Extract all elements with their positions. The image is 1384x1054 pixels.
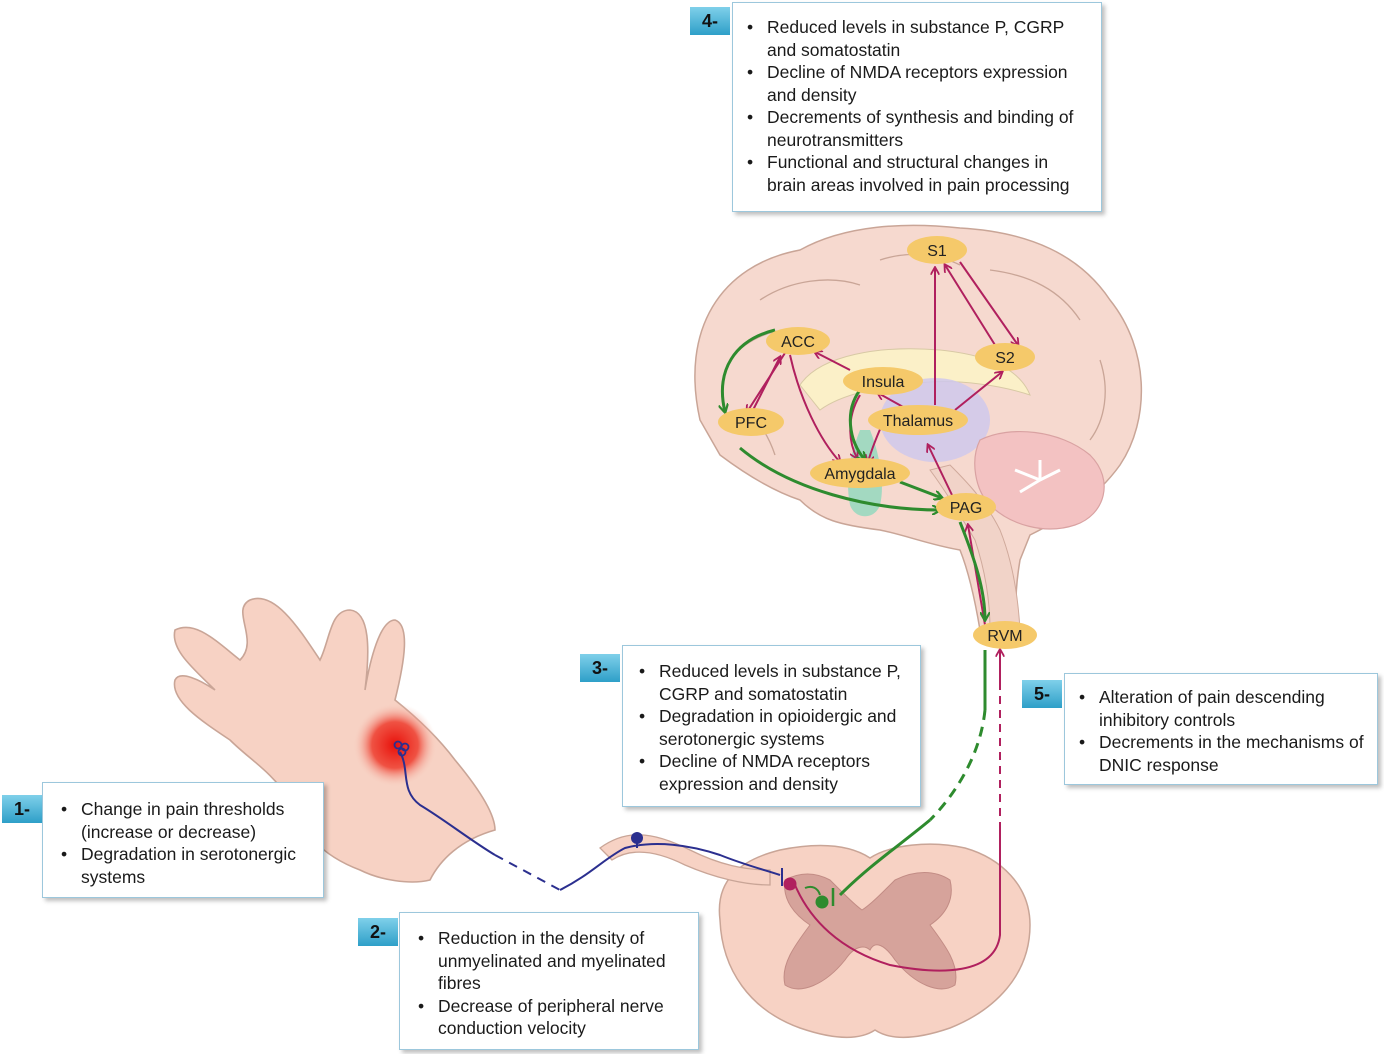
ascending-pathway — [747, 261, 1018, 972]
box-3-number: 3- — [580, 654, 620, 682]
info-box-4: Reduced levels in substance P, CGRP and … — [732, 2, 1102, 212]
region-thalamus: Thalamus — [868, 405, 968, 435]
box-1-item: Degradation in serotonergic systems — [57, 843, 309, 888]
info-box-2: Reduction in the density of unmyelinated… — [399, 912, 699, 1050]
box-4-item: Functional and structural changes in bra… — [743, 151, 1091, 196]
synapse-green — [804, 885, 821, 896]
region-s1-label: S1 — [927, 243, 947, 260]
region-amygdala-label: Amygdala — [824, 466, 895, 483]
region-acc: ACC — [766, 327, 830, 355]
box-1-item: Change in pain thresholds (increase or d… — [57, 798, 309, 843]
box-4-number: 4- — [690, 7, 730, 35]
box-3-item: Degradation in opioidergic and serotoner… — [635, 705, 908, 750]
box-5-number: 5- — [1022, 680, 1062, 708]
box-3-item: Decline of NMDA receptors expression and… — [635, 750, 908, 795]
info-box-5: Alteration of pain descending inhibitory… — [1064, 673, 1378, 785]
info-box-3: Reduced levels in substance P, CGRP and … — [622, 645, 921, 807]
region-insula-label: Insula — [862, 374, 905, 391]
box-2-item: Decrease of peripheral nerve conduction … — [414, 995, 684, 1040]
region-acc-label: ACC — [781, 334, 815, 351]
box-4-item: Decrements of synthesis and binding of n… — [743, 106, 1091, 151]
box-1-number: 1- — [2, 795, 42, 823]
box-4-item: Decline of NMDA receptors expression and… — [743, 61, 1091, 106]
info-box-1: Change in pain thresholds (increase or d… — [42, 782, 324, 898]
region-rvm: RVM — [973, 621, 1037, 649]
region-insula: Insula — [843, 367, 923, 395]
box-5-item: Alteration of pain descending inhibitory… — [1075, 686, 1367, 731]
box-3-item: Reduced levels in substance P, CGRP and … — [635, 660, 908, 705]
nerve-ending — [397, 747, 407, 757]
box-5-item: Decrements in the mechanisms of DNIC res… — [1075, 731, 1367, 776]
dorsal-horn-interneuron-green — [815, 895, 829, 909]
region-amygdala: Amygdala — [810, 458, 910, 488]
box-2-item: Reduction in the density of unmyelinated… — [414, 927, 684, 995]
region-s2: S2 — [975, 343, 1035, 371]
box-2-number: 2- — [358, 918, 398, 946]
box-4-item: Reduced levels in substance P, CGRP and … — [743, 16, 1091, 61]
dorsal-root-ganglion — [631, 832, 643, 844]
region-s2-label: S2 — [995, 350, 1015, 367]
region-pfc: PFC — [718, 408, 784, 436]
region-pfc-label: PFC — [735, 415, 767, 432]
region-rvm-label: RVM — [987, 628, 1022, 645]
region-s1: S1 — [907, 236, 967, 264]
region-pag: PAG — [936, 493, 996, 521]
region-thalamus-label: Thalamus — [883, 413, 953, 430]
descending-pathway — [722, 328, 985, 906]
dorsal-horn-neuron-magenta — [783, 877, 797, 891]
region-pag-label: PAG — [950, 500, 983, 517]
